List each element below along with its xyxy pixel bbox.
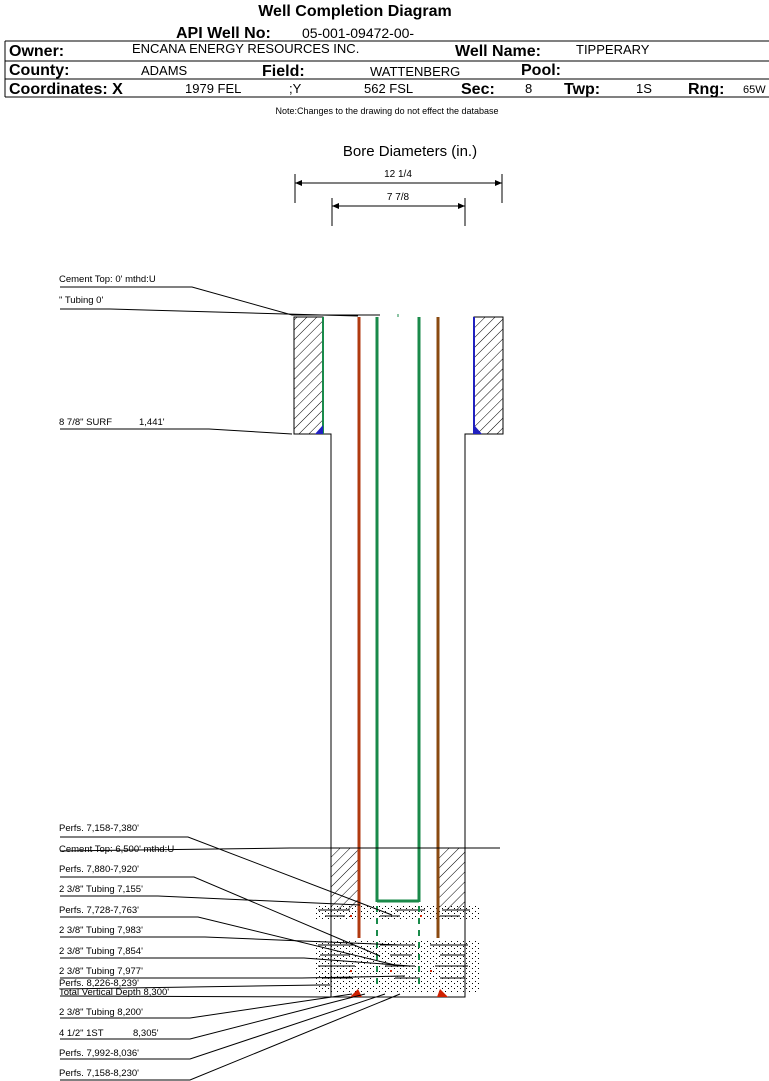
api-value: 05-001-09472-00- [302,25,414,41]
callout-perfs-7158-7380: Perfs. 7,158-7,380' [59,823,139,834]
owner-value: ENCANA ENERGY RESOURCES INC. [132,41,359,56]
field-label: Field: [262,63,305,80]
callout-leaders [59,286,500,1081]
callout-cement-top-6500: Cement Top: 6,500' mthd:U [59,844,174,855]
perf-zone-marks [318,909,470,979]
callout-surface-casing-depth: 1,441' [139,417,165,428]
county-value: ADAMS [141,63,188,78]
coordinates-label: Coordinates: X [9,81,123,98]
twp-value: 1S [636,81,652,96]
well-name-value: TIPPERARY [576,42,650,57]
bore-diameter-inner: 7 7/8 [387,192,410,203]
sec-label: Sec: [461,81,495,98]
casing-shoe-right [437,989,448,997]
callout-tubing-7983: 2 3/8" Tubing 7,983' [59,925,143,936]
callout-surface-casing: 8 7/8" SURF [59,417,112,428]
rng-value: 65W [743,84,766,96]
callout-tubing-7854: 2 3/8" Tubing 7,854' [59,946,143,957]
callout-tubing-8200: 2 3/8" Tubing 8,200' [59,1007,143,1018]
callout-production-casing-depth: 8,305' [133,1028,159,1039]
production-cement-right [438,848,465,910]
perf-red-dots [350,915,432,972]
callout-perfs-8226-8239: Perfs. 8,226-8,239' [59,978,139,989]
twp-label: Twp: [564,81,600,98]
coord-y-label: ;Y [289,81,302,96]
drawing-note: Note:Changes to the drawing do not effec… [276,106,499,116]
bore-diameters-title: Bore Diameters (in.) [343,143,477,160]
api-label: API Well No: [176,25,271,42]
diagram-title: Well Completion Diagram [258,3,452,20]
surface-casing-shoe-left [315,425,323,434]
perf-zone-upper [314,905,479,919]
bore-dimension-lines [294,174,503,226]
pool-label: Pool: [521,62,561,79]
header-grid [4,40,769,98]
well-name-label: Well Name: [455,43,541,60]
production-cement-left [331,848,359,910]
coord-x-value: 1979 FEL [185,81,241,96]
rng-label: Rng: [688,81,724,98]
field-value: WATTENBERG [370,64,460,79]
callout-tubing-7977: 2 3/8" Tubing 7,977' [59,966,143,977]
callout-perfs-7992-8036: Perfs. 7,992-8,036' [59,1048,139,1059]
callout-tubing-0: " Tubing 0' [59,295,103,306]
owner-label: Owner: [9,43,64,60]
callout-perfs-7728-7763: Perfs. 7,728-7,763' [59,905,139,916]
casing-shoe-left [350,989,362,997]
callout-tubing-7155: 2 3/8" Tubing 7,155' [59,884,143,895]
bore-outline [294,433,503,998]
bore-diameter-outer: 12 1/4 [384,169,412,180]
callout-perfs-7880-7920: Perfs. 7,880-7,920' [59,864,139,875]
surface-cement-right [473,316,504,435]
surface-casing-shoe-right [474,425,482,434]
callout-production-casing: 4 1/2" 1ST [59,1028,104,1039]
callout-perfs-7158-8230: Perfs. 7,158-8,230' [59,1068,139,1079]
callout-cement-top-surface: Cement Top: 0' mthd:U [59,274,156,285]
callout-total-vertical-depth: Total Vertical Depth 8,300' [59,987,169,998]
county-label: County: [9,62,69,79]
coord-y-value: 562 FSL [364,81,413,96]
sec-value: 8 [525,81,532,96]
surface-cement-left [293,316,324,435]
